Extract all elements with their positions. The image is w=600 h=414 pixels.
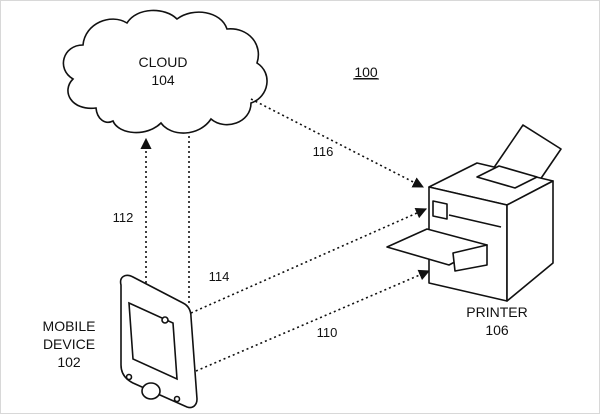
mobile-device-camera — [161, 316, 169, 324]
connection-114-line — [190, 207, 428, 314]
connection-116-label: 116 — [313, 144, 334, 159]
cloud-ref: 104 — [151, 72, 175, 88]
mobile-ref: 102 — [57, 354, 81, 370]
printer-display — [432, 200, 448, 220]
connection-116-line — [250, 98, 424, 188]
printer-node — [386, 124, 562, 302]
cloud-node: CLOUD 104 — [62, 9, 268, 134]
printer-ref: 106 — [485, 322, 509, 338]
mobile-name-line2: DEVICE — [43, 336, 95, 352]
cloud-name: CLOUD — [138, 54, 187, 70]
mobile-device-home-button — [141, 382, 161, 400]
figure-number: 100 — [354, 64, 378, 80]
printer-top-slot — [476, 165, 538, 189]
connections — [140, 98, 431, 372]
connection-110-label: 110 — [317, 325, 338, 340]
connection-114-label: 114 — [209, 269, 230, 284]
printer-name: PRINTER — [466, 304, 527, 320]
mobile-device-right-button — [173, 395, 181, 403]
mobile-name-line1: MOBILE — [43, 318, 96, 334]
connection-110-line — [195, 269, 431, 372]
mobile-device-left-button — [125, 373, 133, 381]
cloud-shape — [62, 9, 268, 134]
mobile-device-node — [119, 274, 198, 409]
printer-front-line — [448, 214, 502, 228]
printer-tray-slot — [452, 244, 488, 272]
connection-112-label: 112 — [113, 210, 134, 225]
printer-side — [506, 180, 554, 302]
